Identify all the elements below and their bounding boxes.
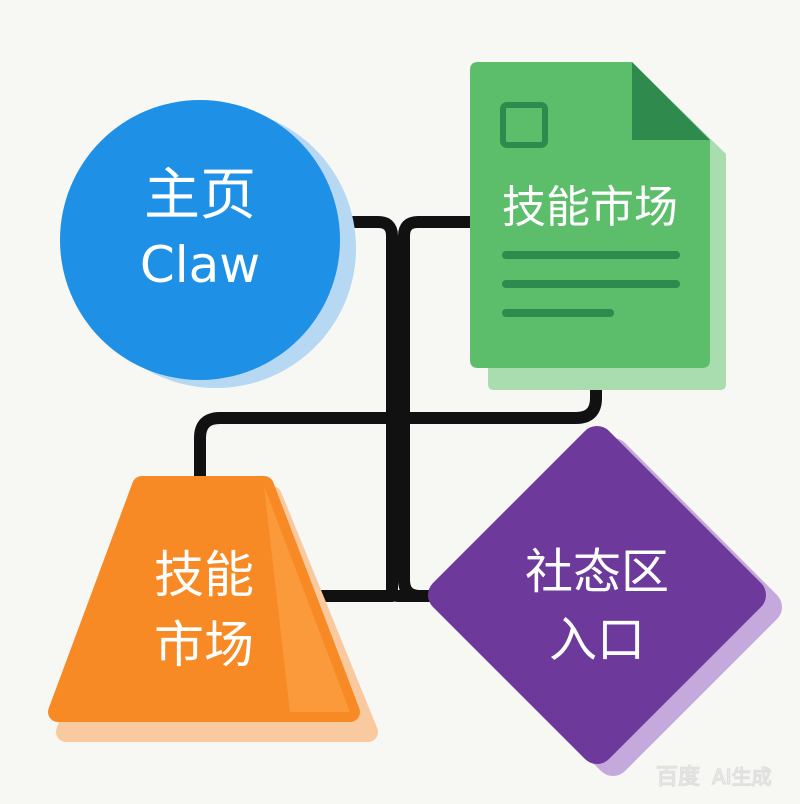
watermark-brand: 百度 (656, 765, 700, 790)
watermark-text: AI生成 (712, 765, 772, 789)
trapezoid-title-line1: 技能 (154, 546, 254, 604)
diamond-title-line1: 社态区 (525, 544, 669, 600)
home-node[interactable]: 主页 Claw (60, 100, 356, 388)
home-node-title: 主页 (144, 163, 256, 228)
home-node-circle (60, 100, 340, 380)
diamond-body (428, 426, 766, 764)
connector-doc-to-trapezoid (194, 364, 602, 491)
trapezoid-highlight (264, 486, 350, 712)
diamond-title-line2: 入口 (549, 612, 645, 668)
connector-doc-to-community (398, 216, 481, 602)
skill-market-document-node[interactable]: 技能市场 (470, 62, 726, 390)
home-node-subtitle: Claw (140, 236, 260, 294)
trapezoid-title-line2: 市场 (154, 616, 254, 674)
community-entry-node[interactable]: 社态区 入口 (428, 426, 782, 776)
document-checkbox-icon (500, 102, 548, 148)
connector-home-to-doc (332, 216, 451, 602)
document-fold (632, 62, 710, 140)
ai-watermark: 百度 AI生成 (655, 764, 772, 790)
document-title: 技能市场 (502, 182, 678, 233)
skill-market-trapezoid-node[interactable]: 技能 市场 (48, 476, 378, 742)
